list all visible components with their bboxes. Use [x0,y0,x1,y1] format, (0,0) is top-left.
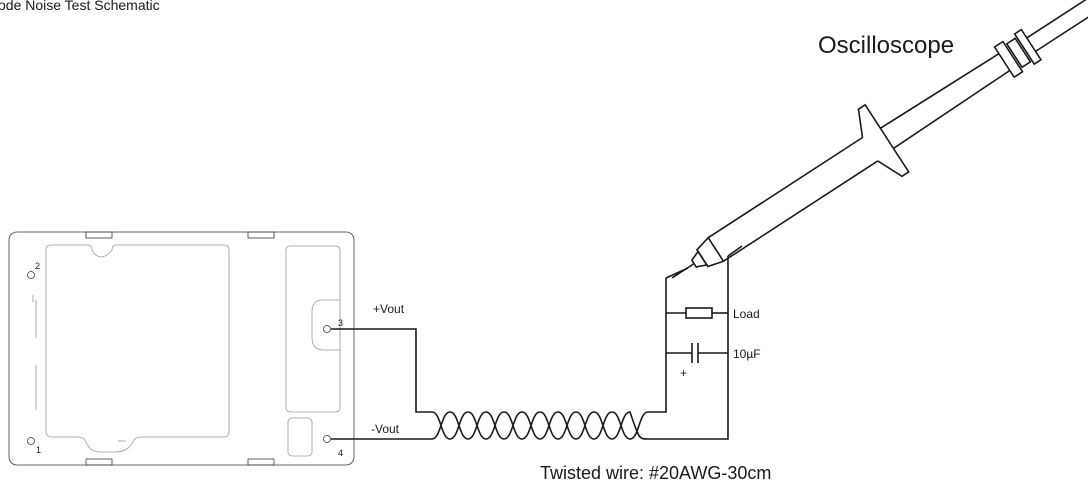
pin-4-label: 4 [338,448,343,458]
load-resistor [685,307,713,319]
module-right-slot-small [287,417,313,457]
pin-3-label: 3 [338,318,343,328]
converter-module: 2 1 3 4 [8,231,355,466]
twisted-wire-label: Twisted wire: #20AWG-30cm [540,463,771,483]
module-tab-top-right [247,231,275,239]
vout-negative-label: -Vout [371,422,400,436]
probe-rear-body [879,53,1011,150]
module-pin3-notch [311,299,340,351]
pin-2-label: 2 [35,261,40,271]
probe-cable [1026,0,1088,53]
probe-ring-2 [1005,37,1032,69]
module-tab-top-left [85,231,113,239]
output-wiring: +Vout -Vout Twisted wire: #20AWG-30cm Lo… [331,256,771,483]
schematic-title: ode Noise Test Schematic [0,0,160,13]
pin-1-label: 1 [36,445,41,455]
probe-collar [695,236,725,268]
module-outline [8,231,355,466]
module-inner-board [45,244,230,453]
twisted-pair-strand-a [431,411,649,440]
vout-positive-wire [331,328,432,413]
pin-1 [27,437,35,445]
module-tab-bottom-right [247,458,275,466]
probe-ground-lead [727,245,743,257]
load-label: Load [733,307,760,321]
pin-4 [323,435,331,443]
twisted-pair-strand-b [431,411,649,440]
pin-2 [27,271,35,279]
capacitor-label: 10µF [733,347,761,361]
probe-ring-1 [993,40,1024,79]
module-tab-bottom-left [85,458,113,466]
negative-rail [648,256,729,440]
oscilloscope-label: Oscilloscope [818,32,954,59]
pin-3 [323,325,331,333]
positive-rail [648,278,667,413]
probe-ring-3 [1013,28,1043,66]
probe-tip-lead [665,267,689,279]
vout-positive-label: +Vout [373,302,405,316]
probe-finger-guard [857,103,910,178]
probe-body [707,136,879,262]
capacitor-polarity-mark: + [680,366,687,380]
